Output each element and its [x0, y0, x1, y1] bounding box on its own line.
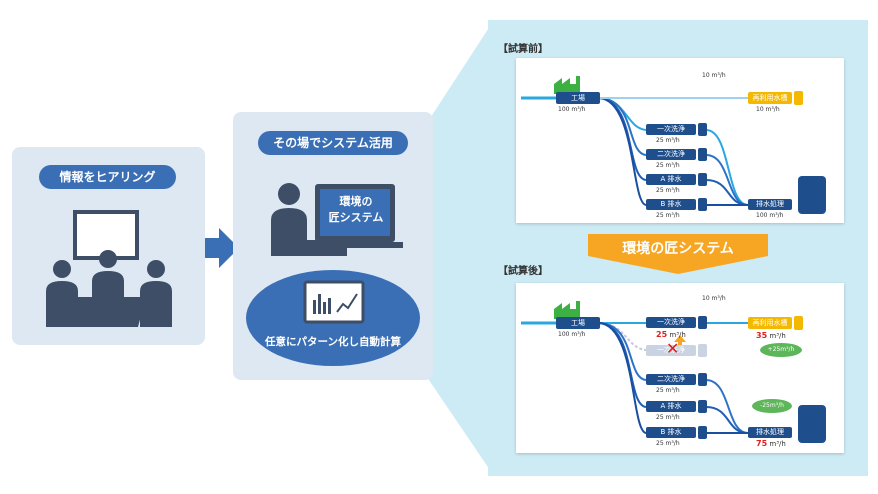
- before-process-1: 一次洗浄: [646, 124, 696, 135]
- before-treatment-flow: 100 m³/h: [756, 212, 784, 219]
- tank-icon: [698, 400, 707, 413]
- after-process-3: A 排水: [646, 401, 696, 412]
- after-reuse-flow-value: 35: [756, 331, 768, 340]
- reuse-tank-icon: [794, 91, 803, 105]
- tank-icon: [698, 426, 707, 439]
- tank-icon: [698, 148, 707, 161]
- after-treatment-flow: 75 m³/h: [756, 439, 786, 448]
- before-factory-box: 工場: [556, 92, 600, 104]
- hearing-panel: 情報をヒアリング: [12, 147, 205, 345]
- remove-cross-icon: ✕: [666, 339, 680, 358]
- after-process-3-flow: 25 m³/h: [656, 414, 680, 421]
- after-process-4-flow: 25 m³/h: [656, 440, 680, 447]
- tank-icon: [698, 173, 707, 186]
- after-removed-process: 一次洗浄: [646, 345, 696, 356]
- after-process-1: 一次洗浄: [646, 317, 696, 328]
- after-reuse-delta: +25m³/h: [760, 343, 802, 357]
- before-process-4: B 排水: [646, 199, 696, 210]
- banner-text: 環境の匠システム: [622, 241, 734, 257]
- after-treatment: 排水処理: [748, 427, 792, 438]
- before-process-2: 二次洗浄: [646, 149, 696, 160]
- tank-icon: [698, 198, 707, 211]
- reuse-tank-icon: [794, 316, 803, 330]
- after-treatment-delta: -25m³/h: [752, 399, 792, 413]
- person-laptop-icon: [271, 183, 403, 256]
- tank-icon: [698, 123, 707, 136]
- before-process-4-flow: 25 m³/h: [656, 212, 680, 219]
- before-reuse-flow: 10 m³/h: [756, 106, 780, 113]
- after-process-2: 二次洗浄: [646, 374, 696, 385]
- after-reuse-flow: 35 m³/h: [756, 331, 786, 340]
- after-process-1-flow-unit: m³/h: [669, 331, 686, 339]
- after-reuse-flow-unit: m³/h: [769, 332, 786, 340]
- tank-icon: [698, 316, 707, 329]
- before-process-3-flow: 25 m³/h: [656, 187, 680, 194]
- chart-monitor-icon: [303, 280, 365, 324]
- after-reuse-tank: 再利用水槽: [748, 317, 792, 329]
- after-treatment-flow-value: 75: [756, 439, 768, 448]
- after-flow-lines: [521, 321, 749, 434]
- after-factory-box: 工場: [556, 317, 600, 329]
- after-diagram: 工場 100 m³/h 10 m³/h 再利用水槽 35 m³/h +25m³/…: [516, 283, 844, 453]
- after-factory-flow: 100 m³/h: [558, 331, 586, 338]
- after-process-2-flow: 25 m³/h: [656, 387, 680, 394]
- tank-icon: [698, 373, 707, 386]
- system-title: その場でシステム活用: [258, 131, 408, 155]
- after-top-flow: 10 m³/h: [702, 295, 726, 302]
- before-label: 【試算前】: [498, 44, 548, 55]
- auto-calc-text: 任意にパターン化し自動計算: [265, 336, 401, 348]
- after-process-4: B 排水: [646, 427, 696, 438]
- screen-line-1: 環境の: [339, 195, 373, 208]
- meeting-icon: [46, 210, 172, 327]
- before-process-3: A 排水: [646, 174, 696, 185]
- factory-icon: [554, 76, 580, 94]
- before-flow-lines: [521, 96, 749, 206]
- laptop-screen-text: 環境の 匠システム: [321, 194, 391, 226]
- after-label: 【試算後】: [498, 266, 548, 277]
- flow-arrow-icon: [205, 228, 239, 268]
- before-factory-flow: 100 m³/h: [558, 106, 586, 113]
- after-treatment-flow-unit: m³/h: [769, 440, 786, 448]
- after-process-1-flow-value: 25: [656, 330, 668, 339]
- hearing-title: 情報をヒアリング: [39, 165, 176, 189]
- before-treatment: 排水処理: [748, 199, 792, 210]
- treatment-tank-icon: [798, 176, 826, 214]
- before-process-2-flow: 25 m³/h: [656, 162, 680, 169]
- system-panel: その場でシステム活用 環境の 匠システム 任意にパターン化し自動計算: [233, 112, 433, 380]
- screen-line-2: 匠システム: [328, 211, 384, 224]
- before-diagram: 工場 100 m³/h 10 m³/h 再利用水槽 10 m³/h 一次洗浄 2…: [516, 58, 844, 223]
- before-process-1-flow: 25 m³/h: [656, 137, 680, 144]
- system-banner: [588, 234, 768, 274]
- tank-icon: [698, 344, 707, 357]
- after-process-1-flow: 25 m³/h: [656, 330, 686, 339]
- treatment-tank-icon: [798, 405, 826, 443]
- factory-icon: [554, 301, 580, 319]
- before-top-flow: 10 m³/h: [702, 72, 726, 79]
- before-reuse-tank: 再利用水槽: [748, 92, 792, 104]
